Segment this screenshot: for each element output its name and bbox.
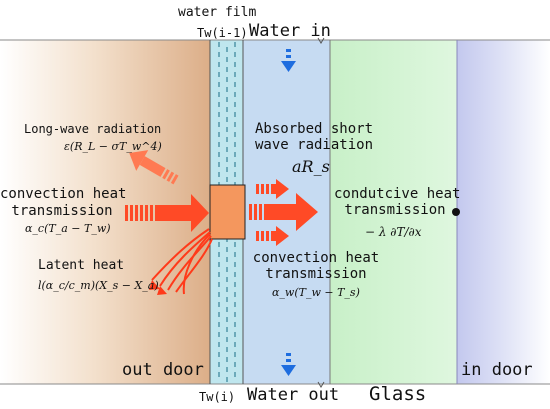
glass-region: [330, 40, 457, 384]
absorbed-line1: Absorbed short: [255, 121, 374, 137]
latent-heat-arrow-icon: [149, 228, 213, 295]
glass-label: Glass: [369, 383, 427, 405]
water-in-arrow-icon: [281, 49, 296, 72]
water-out-label: Water out: [247, 385, 340, 405]
conductive-line1: condutcive heat: [334, 186, 461, 202]
longwave-title: Long-wave radiation: [24, 122, 162, 136]
longwave-formula: ε(R_L − σT_w^4): [64, 140, 162, 153]
conv-heat-right-line2: transmission: [265, 266, 367, 282]
latent-heat-formula: l(α_c/c_m)(X_s − X_a): [38, 279, 159, 292]
conv-heat-left-line2: transmission: [11, 203, 113, 219]
indoor-region: [457, 40, 550, 384]
glass-surface-dot: [452, 208, 460, 216]
conv-formula-left: α_c(T_a − T_w): [25, 222, 111, 235]
convection-small-arrow-icon: [256, 226, 289, 246]
convection-in-arrow-icon: [125, 194, 209, 232]
water-in-label: Water in: [249, 21, 331, 41]
convection-out-arrow-icon: [249, 193, 318, 231]
conv-heat-left-line1: convection heat: [0, 186, 127, 202]
control-volume: [209, 184, 246, 240]
outdoor-label: out door: [122, 360, 204, 380]
longwave-radiation-arrow-icon: [129, 150, 179, 185]
absorbed-line2: wave radiation: [255, 137, 374, 153]
conductive-formula: − λ ∂T/∂x: [365, 225, 422, 239]
tw-bottom-label: Tw(i): [199, 390, 236, 404]
tw-top-label: Tw(i-1): [197, 26, 248, 40]
conv-heat-right-line1: convection heat: [252, 250, 380, 266]
conv-formula-right: α_w(T_w − T_s): [272, 286, 360, 299]
latent-heat-title: Latent heat: [38, 258, 125, 273]
water-film-label: water film: [178, 5, 257, 20]
absorbed-radiation-arrow-icon: [256, 179, 289, 199]
indoor-label: in door: [461, 360, 533, 380]
absorbed-formula: aR_s: [292, 157, 330, 176]
water-out-arrow-icon: [281, 353, 296, 376]
conductive-line2: transmission: [344, 202, 446, 218]
